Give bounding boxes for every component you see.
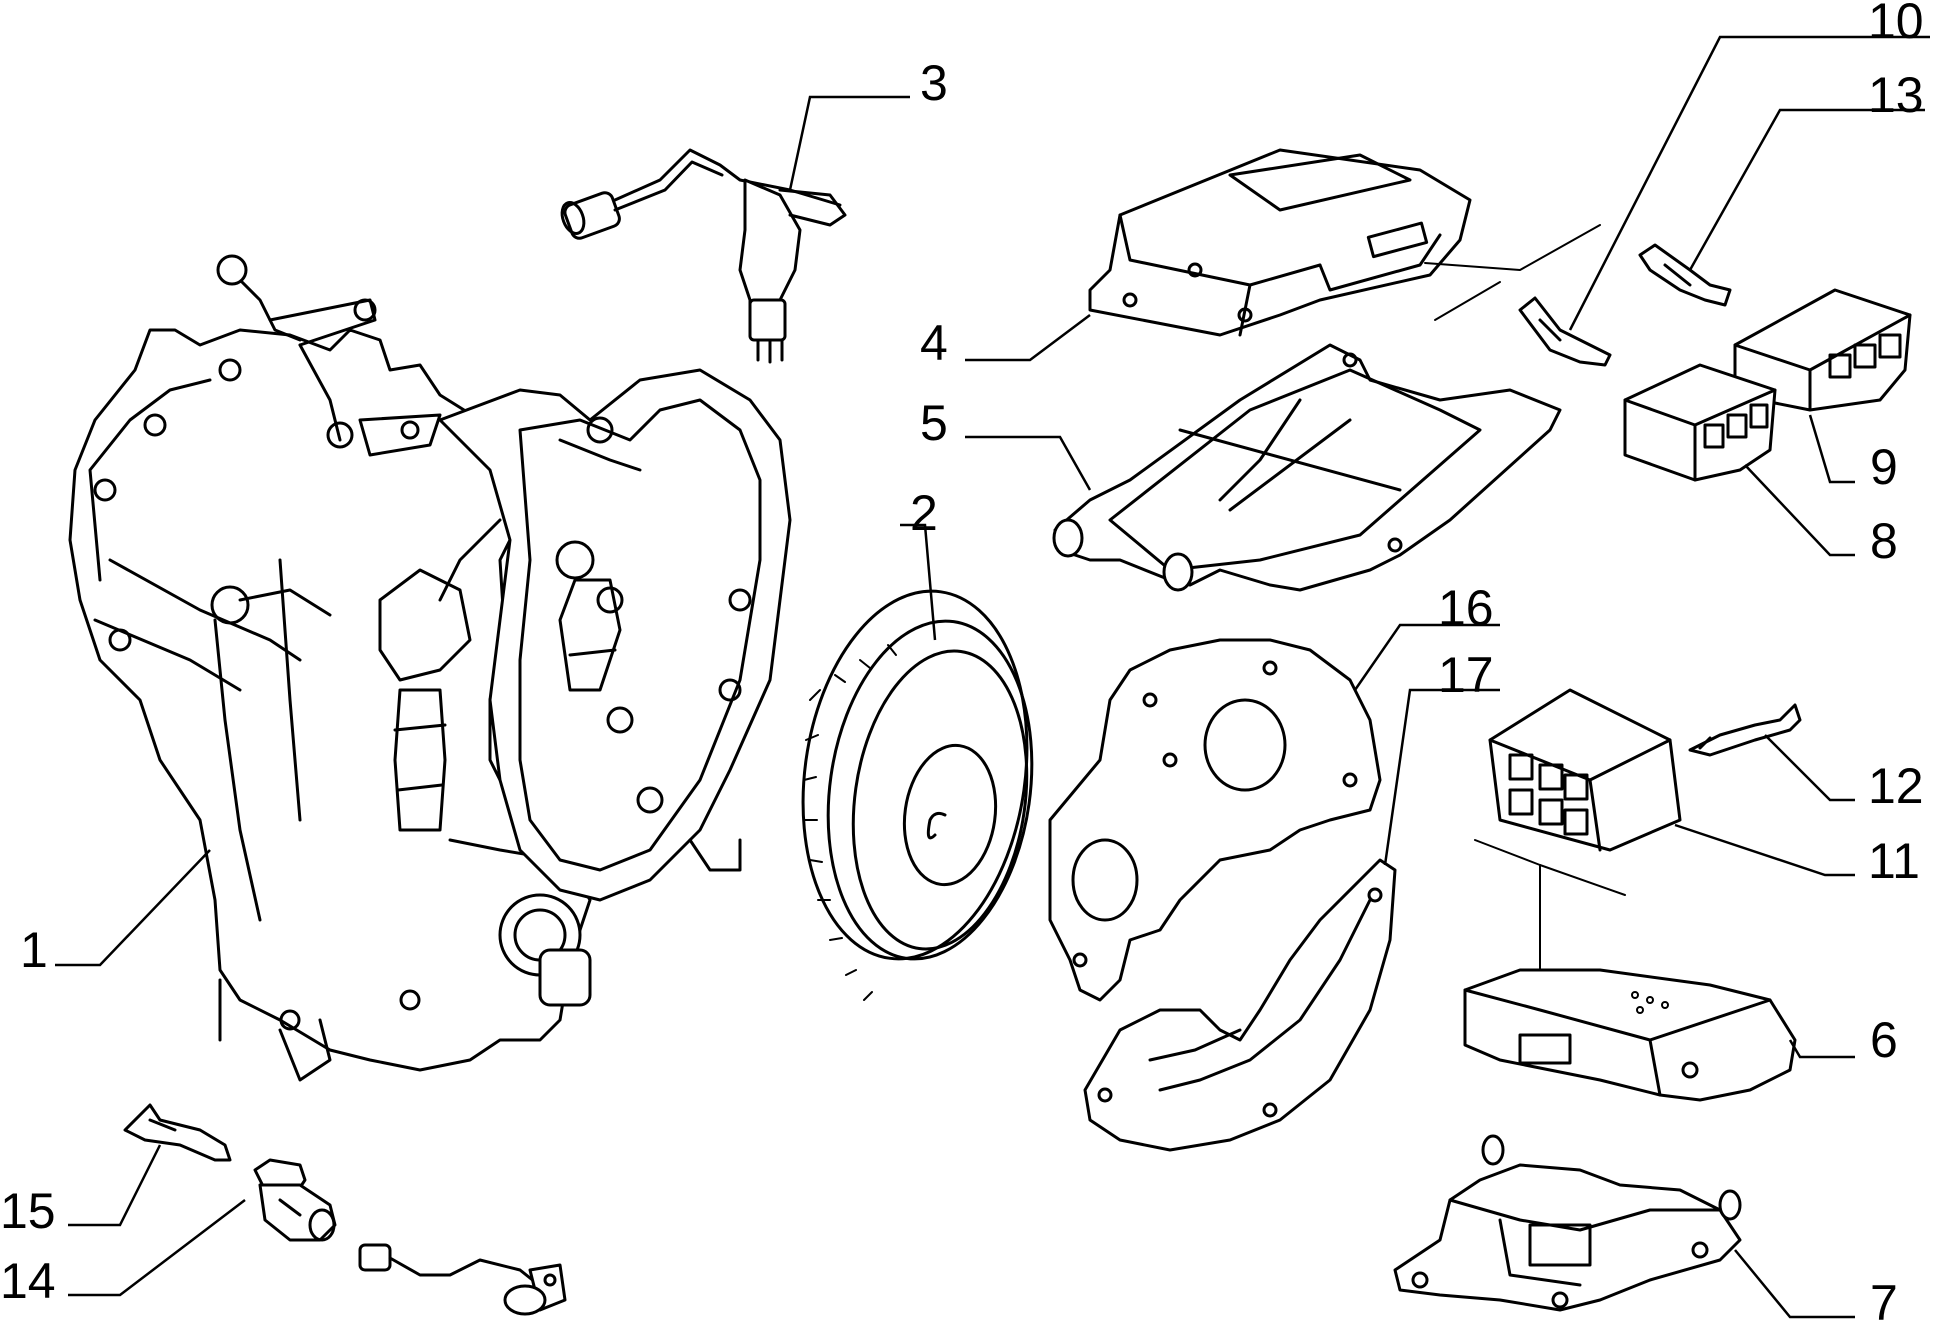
leader-line-5 (965, 435, 1092, 491)
flywheel-part (801, 589, 1034, 1001)
mounting-bracket-part-7 (1393, 1134, 1742, 1312)
leader-line-7 (1734, 1249, 1855, 1319)
mounting-bracket-part (1052, 343, 1562, 592)
terminal-part-12 (1688, 703, 1802, 757)
leader-line-2 (900, 523, 937, 641)
leader-line-6 (1788, 1039, 1855, 1059)
callout-8: 8 (1870, 513, 1898, 569)
leader-line-11 (1674, 823, 1855, 877)
terminal-part-15 (123, 1103, 232, 1162)
callout-10: 10 (1868, 0, 1924, 49)
connector-block-part-8 (1623, 363, 1777, 482)
callout-11: 11 (1868, 833, 1920, 889)
connector-block-part-11 (1474, 688, 1682, 1041)
callout-12: 12 (1868, 758, 1924, 814)
callout-9: 9 (1870, 439, 1898, 495)
callout-14: 14 (0, 1253, 56, 1309)
speed-sensor-part (358, 1243, 567, 1316)
leader-line-13 (1688, 108, 1925, 271)
leader-line-15 (68, 1144, 162, 1227)
gearbox-housing-part (68, 254, 792, 1082)
sensor-wire-part (560, 148, 847, 364)
leader-line-17 (1383, 688, 1500, 866)
leader-line-9 (1808, 414, 1855, 484)
callout-1: 1 (20, 922, 48, 978)
leader-line-8 (1744, 464, 1855, 557)
leader-line-16 (1353, 623, 1500, 691)
leader-line-3 (788, 95, 910, 191)
callout-17: 17 (1438, 647, 1494, 703)
callout-6: 6 (1870, 1012, 1898, 1068)
callout-7: 7 (1870, 1275, 1898, 1331)
cover-plate-part-17 (1083, 858, 1397, 1152)
callout-5: 5 (920, 395, 948, 451)
leader-line-4 (965, 314, 1091, 362)
control-unit-part (1088, 148, 1601, 337)
leader-line-12 (1764, 734, 1855, 802)
callout-16: 16 (1438, 580, 1494, 636)
leader-line-10 (1568, 35, 1930, 331)
terminal-part-10 (1518, 296, 1612, 367)
callout-4: 4 (920, 315, 948, 371)
callout-13: 13 (1868, 67, 1924, 123)
callout-15: 15 (0, 1183, 56, 1239)
callout-2: 2 (910, 485, 938, 541)
leader-line-14 (68, 1199, 246, 1297)
sensor-connector-part-14 (253, 1158, 337, 1242)
control-module-part-6 (1463, 968, 1797, 1102)
adapter-plate-part-16 (1048, 638, 1382, 1002)
leader-line-1 (55, 849, 211, 967)
callout-3: 3 (920, 55, 948, 111)
terminal-part-13 (1638, 243, 1732, 307)
